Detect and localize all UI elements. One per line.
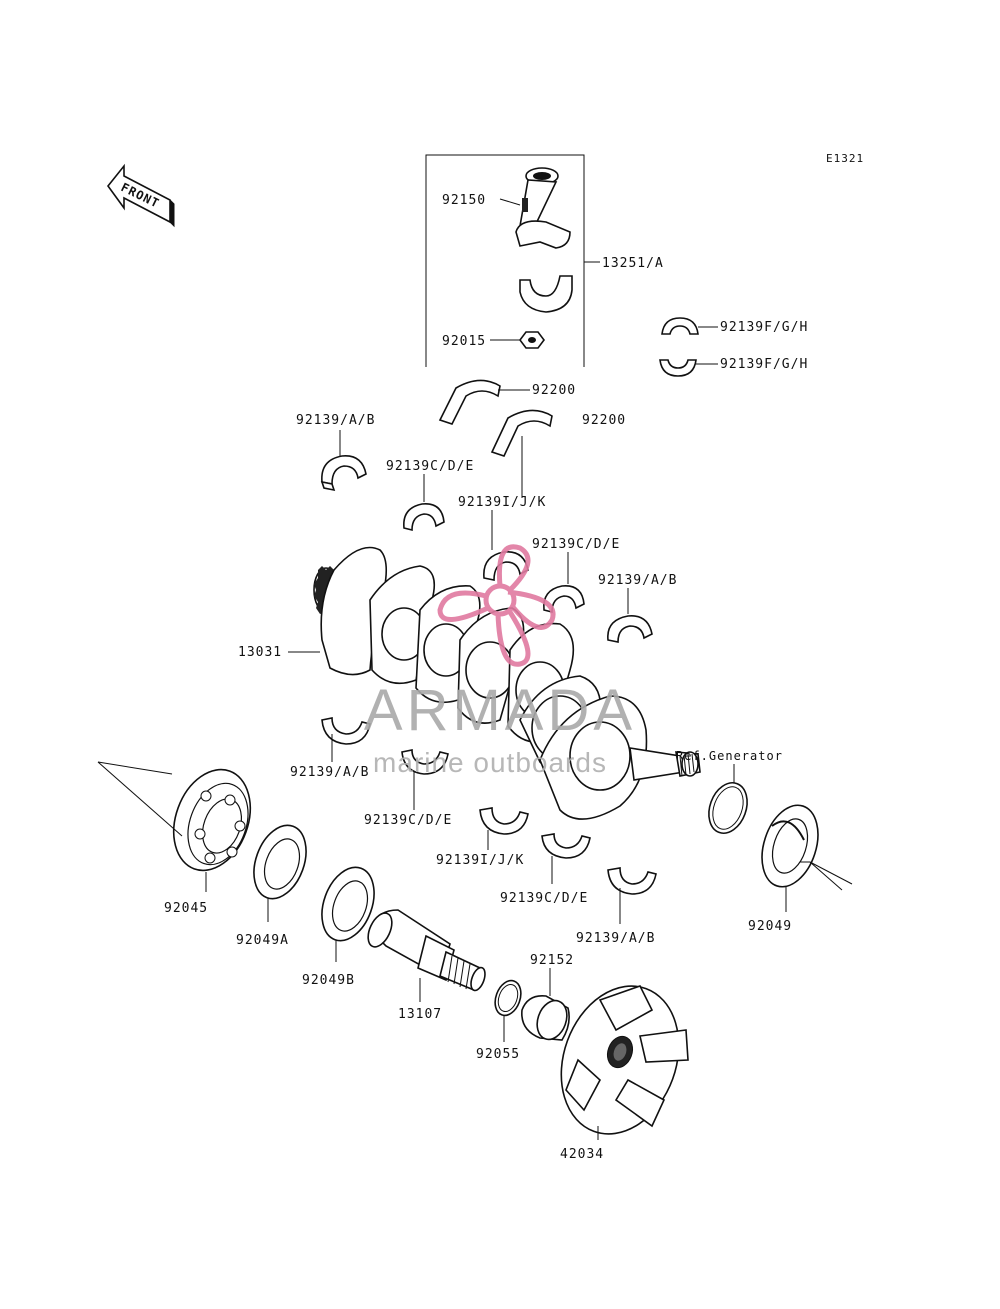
label-92055: 92055 — [476, 1047, 520, 1062]
connecting-rod-cap-part — [519, 275, 573, 313]
main-bearing-shell-ab-4 — [607, 867, 657, 895]
main-bearing-shell-cde-1 — [403, 503, 445, 532]
label-92049a: 92049A — [236, 933, 289, 948]
label-92045: 92045 — [164, 901, 208, 916]
oil-seal-92049b — [321, 866, 375, 942]
coupling-shaft-13107 — [367, 909, 486, 992]
label-92200-1: 92200 — [532, 383, 576, 398]
label-92139ab-3: 92139/A/B — [290, 765, 369, 780]
connecting-rod-part — [515, 167, 571, 249]
label-13107: 13107 — [398, 1007, 442, 1022]
coupling-42034 — [560, 985, 689, 1135]
label-13251: 13251/A — [602, 256, 664, 271]
label-92139cde-3: 92139C/D/E — [364, 813, 452, 828]
oil-seal-92049 — [761, 804, 819, 888]
label-92139ab-1: 92139/A/B — [296, 413, 375, 428]
front-arrow-icon: FRONT — [106, 163, 175, 228]
collar-92152 — [521, 994, 570, 1041]
thrust-washer-1 — [438, 379, 501, 425]
label-92139fgh-1: 92139F/G/H — [720, 320, 808, 335]
label-92139fgh-2: 92139F/G/H — [720, 357, 808, 372]
label-92139cde-2: 92139C/D/E — [532, 537, 620, 552]
nut-part — [519, 331, 545, 349]
watermark-tagline: marine outboards — [373, 747, 607, 778]
label-92139cde-4: 92139C/D/E — [500, 891, 588, 906]
label-13031: 13031 — [238, 645, 282, 660]
main-bearing-shell-ab-3 — [321, 717, 371, 745]
bearing-shell-fgh-2 — [659, 359, 697, 377]
connecting-rod-group — [425, 154, 600, 367]
main-bearing-shell-ijk-2 — [479, 807, 529, 835]
ball-bearing-92045 — [172, 768, 252, 872]
watermark-brand: ARMADA — [364, 678, 636, 743]
crankshaft-part — [313, 546, 701, 820]
label-42034: 42034 — [560, 1147, 604, 1162]
label-92139ab-2: 92139/A/B — [598, 573, 677, 588]
thrust-washer-2 — [490, 409, 553, 457]
armada-watermark: ARMADA marine outboards — [364, 544, 636, 778]
label-ref-generator: Ref.Generator — [676, 749, 783, 763]
label-92139ab-4: 92139/A/B — [576, 931, 655, 946]
main-bearing-shell-cde-4 — [541, 833, 591, 859]
label-92200-2: 92200 — [582, 413, 626, 428]
label-92150: 92150 — [442, 193, 486, 208]
label-92049b: 92049B — [302, 973, 355, 988]
diagram-code: E1321 — [826, 152, 864, 165]
propeller-logo-icon — [437, 544, 556, 667]
main-bearing-shell-ab-1 — [320, 455, 367, 492]
oil-seal-92049a — [253, 824, 307, 900]
label-92049: 92049 — [748, 919, 792, 934]
label-92152: 92152 — [530, 953, 574, 968]
label-92139ijk-1: 92139I/J/K — [458, 495, 546, 510]
main-bearing-shell-cde-2 — [543, 585, 585, 614]
label-92139cde-1: 92139C/D/E — [386, 459, 474, 474]
o-ring-generator — [708, 782, 748, 834]
bearing-shell-fgh-1 — [661, 317, 699, 335]
main-bearing-shell-cde-3 — [401, 749, 449, 775]
label-92015: 92015 — [442, 334, 486, 349]
o-ring-92055 — [494, 979, 522, 1017]
label-92139ijk-2: 92139I/J/K — [436, 853, 524, 868]
main-bearing-shell-ab-2 — [607, 615, 653, 643]
